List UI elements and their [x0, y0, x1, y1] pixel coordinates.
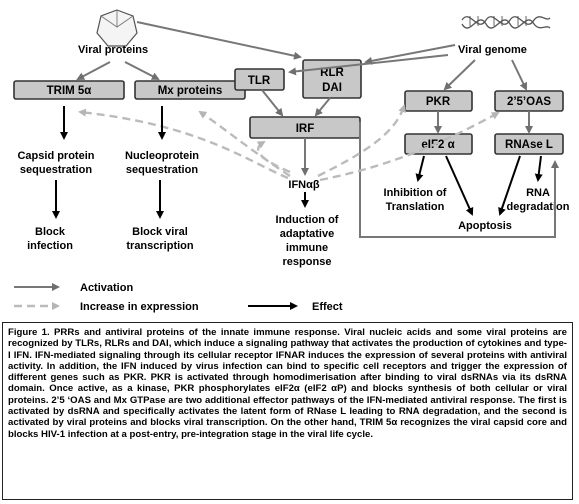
- svg-text:Inhibition of: Inhibition of: [384, 187, 447, 199]
- svg-text:Translation: Translation: [386, 201, 445, 213]
- activation-arrows: [76, 21, 559, 238]
- apoptosis-label: Apoptosis: [458, 220, 512, 232]
- svg-text:Block: Block: [35, 226, 66, 238]
- svg-text:infection: infection: [27, 240, 73, 252]
- svg-text:PKR: PKR: [426, 96, 451, 108]
- svg-text:sequestration: sequestration: [20, 164, 92, 176]
- legend-effect-label: Effect: [312, 301, 343, 313]
- svg-text:DAI: DAI: [322, 82, 342, 94]
- viral-genome-label: Viral genome: [458, 44, 527, 56]
- svg-text:Block viral: Block viral: [132, 226, 188, 238]
- svg-text:RNAse L: RNAse L: [505, 139, 553, 151]
- legend: Activation Increase in expression Effect: [14, 282, 343, 313]
- trim5-node: TRIM 5α: [13, 80, 125, 100]
- legend-increase-label: Increase in expression: [80, 301, 199, 313]
- block-viral-transcription-label: Block viral transcription: [126, 226, 194, 252]
- svg-text:response: response: [283, 256, 332, 268]
- svg-text:RLR: RLR: [320, 67, 344, 79]
- dna-helix-icon: [461, 16, 551, 29]
- oas-node: 2’5’OAS: [494, 90, 564, 112]
- svg-text:eIF2 α: eIF2 α: [421, 139, 454, 151]
- svg-text:sequestration: sequestration: [126, 164, 198, 176]
- svg-text:TRIM 5α: TRIM 5α: [47, 85, 92, 97]
- viral-proteins-label: Viral proteins: [78, 44, 148, 56]
- svg-text:adaptative: adaptative: [280, 228, 334, 240]
- svg-text:Mx proteins: Mx proteins: [158, 85, 223, 97]
- rnase-l-node: RNAse L: [494, 133, 564, 155]
- mx-proteins-node: Mx proteins: [134, 80, 246, 100]
- svg-text:TLR: TLR: [248, 75, 271, 87]
- svg-text:transcription: transcription: [126, 240, 194, 252]
- virus-capsid-icon: [96, 9, 138, 47]
- svg-text:Induction of: Induction of: [276, 214, 339, 226]
- ifn-label: IFNαβ: [288, 179, 319, 191]
- eif2-node: eIF2 α: [404, 133, 473, 155]
- svg-text:2’5’OAS: 2’5’OAS: [507, 96, 551, 108]
- legend-activation-label: Activation: [80, 282, 133, 294]
- svg-text:Capsid protein: Capsid protein: [17, 150, 94, 162]
- svg-text:Nucleoprotein: Nucleoprotein: [125, 150, 199, 162]
- svg-text:degradation: degradation: [507, 201, 570, 213]
- rna-degradation-label: RNA degradation: [507, 187, 570, 213]
- diagram: Viral proteins Viral genome TRIM 5α Mx p…: [13, 9, 570, 313]
- expression-arrows: [78, 104, 500, 182]
- irf-node: IRF: [249, 116, 361, 139]
- figure-caption: Figure 1. PRRs and antiviral proteins of…: [2, 322, 573, 500]
- capsid-sequestration-label: Capsid protein sequestration: [17, 150, 94, 176]
- effect-arrows: [52, 106, 543, 219]
- tlr-node: TLR: [234, 68, 285, 91]
- block-infection-label: Block infection: [27, 226, 73, 252]
- induction-label: Induction of adaptative immune response: [276, 214, 339, 268]
- svg-text:RNA: RNA: [526, 187, 550, 199]
- svg-text:immune: immune: [286, 242, 328, 254]
- pkr-node: PKR: [404, 90, 473, 112]
- nucleoprotein-sequestration-label: Nucleoprotein sequestration: [125, 150, 199, 176]
- inhibition-of-translation-label: Inhibition of Translation: [384, 187, 447, 213]
- svg-text:IRF: IRF: [296, 123, 315, 135]
